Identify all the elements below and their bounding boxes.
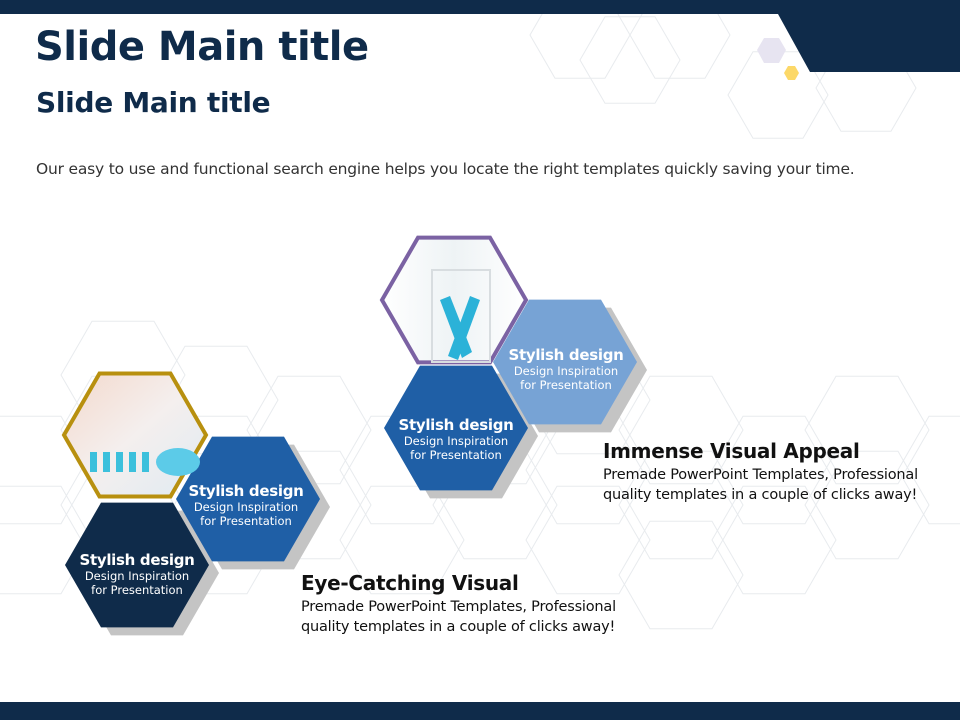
grid-hex	[897, 415, 960, 525]
hex-title: Stylish design	[188, 482, 304, 500]
feature-visual-appeal: Immense Visual Appeal Premade PowerPoint…	[603, 439, 960, 505]
hex-card-3: Stylish design Design Inspiration for Pr…	[381, 416, 531, 462]
grid-hex	[525, 485, 651, 595]
hex-line2: for Presentation	[520, 378, 612, 392]
flask-icon	[156, 448, 200, 476]
hex-card-shape	[65, 502, 209, 628]
grid-hex	[711, 415, 837, 525]
slide-description: Our easy to use and functional search en…	[36, 160, 855, 178]
hex-title: Stylish design	[79, 551, 195, 569]
grid-hex	[618, 520, 744, 630]
decor-hex-lilac	[757, 38, 786, 63]
top-bar	[0, 0, 960, 72]
lab-photo-hex	[61, 371, 209, 499]
hex-line2: for Presentation	[91, 583, 183, 597]
hex-line1: Design Inspiration	[84, 569, 190, 583]
grid-hex	[579, 16, 681, 104]
feature-text: Premade PowerPoint Templates, Profession…	[603, 467, 918, 503]
grid-hex	[711, 485, 837, 595]
hex-card-shape	[384, 365, 528, 491]
hex-line1: Design Inspiration	[193, 500, 299, 514]
test-tube-icon	[90, 452, 97, 472]
hex-card-1: Stylish design Design Inspiration for Pr…	[62, 551, 212, 597]
hex-title: Stylish design	[398, 416, 514, 434]
hex-card-4: Stylish design Design Inspiration for Pr…	[491, 346, 641, 392]
slide-subtitle: Slide Main title	[36, 86, 271, 119]
feature-eye-catching: Eye-Catching Visual Premade PowerPoint T…	[301, 571, 661, 637]
grid-hex	[727, 51, 829, 139]
feature-title: Eye-Catching Visual	[301, 571, 519, 595]
hex-title: Stylish design	[508, 346, 624, 364]
grid-hex	[804, 450, 930, 560]
test-tube-icon	[129, 452, 136, 472]
test-tube-icon	[103, 452, 110, 472]
hex-line1: Design Inspiration	[403, 434, 509, 448]
background-hex-grid	[0, 0, 960, 630]
hex-card-2: Stylish design Design Inspiration for Pr…	[171, 482, 321, 528]
hex-line1: Design Inspiration	[513, 364, 619, 378]
slide-title: Slide Main title	[35, 24, 369, 70]
feature-text: Premade PowerPoint Templates, Profession…	[301, 599, 616, 635]
hex-line2: for Presentation	[410, 448, 502, 462]
test-tube-icon	[116, 452, 123, 472]
test-tube-icon	[142, 452, 149, 472]
hex-line2: for Presentation	[200, 514, 292, 528]
test-tube-icon	[448, 296, 480, 360]
bottom-bar	[0, 702, 960, 720]
beaker-icon	[431, 269, 491, 363]
hex-card-shape	[176, 436, 320, 562]
feature-title: Immense Visual Appeal	[603, 439, 860, 463]
grid-hex	[618, 375, 744, 485]
grid-hex	[629, 0, 731, 79]
decor-hex-yellow	[784, 66, 799, 80]
grid-hex	[339, 485, 465, 595]
grid-hex	[804, 375, 930, 485]
grid-hex	[618, 450, 744, 560]
hex-card-shape	[493, 299, 637, 425]
